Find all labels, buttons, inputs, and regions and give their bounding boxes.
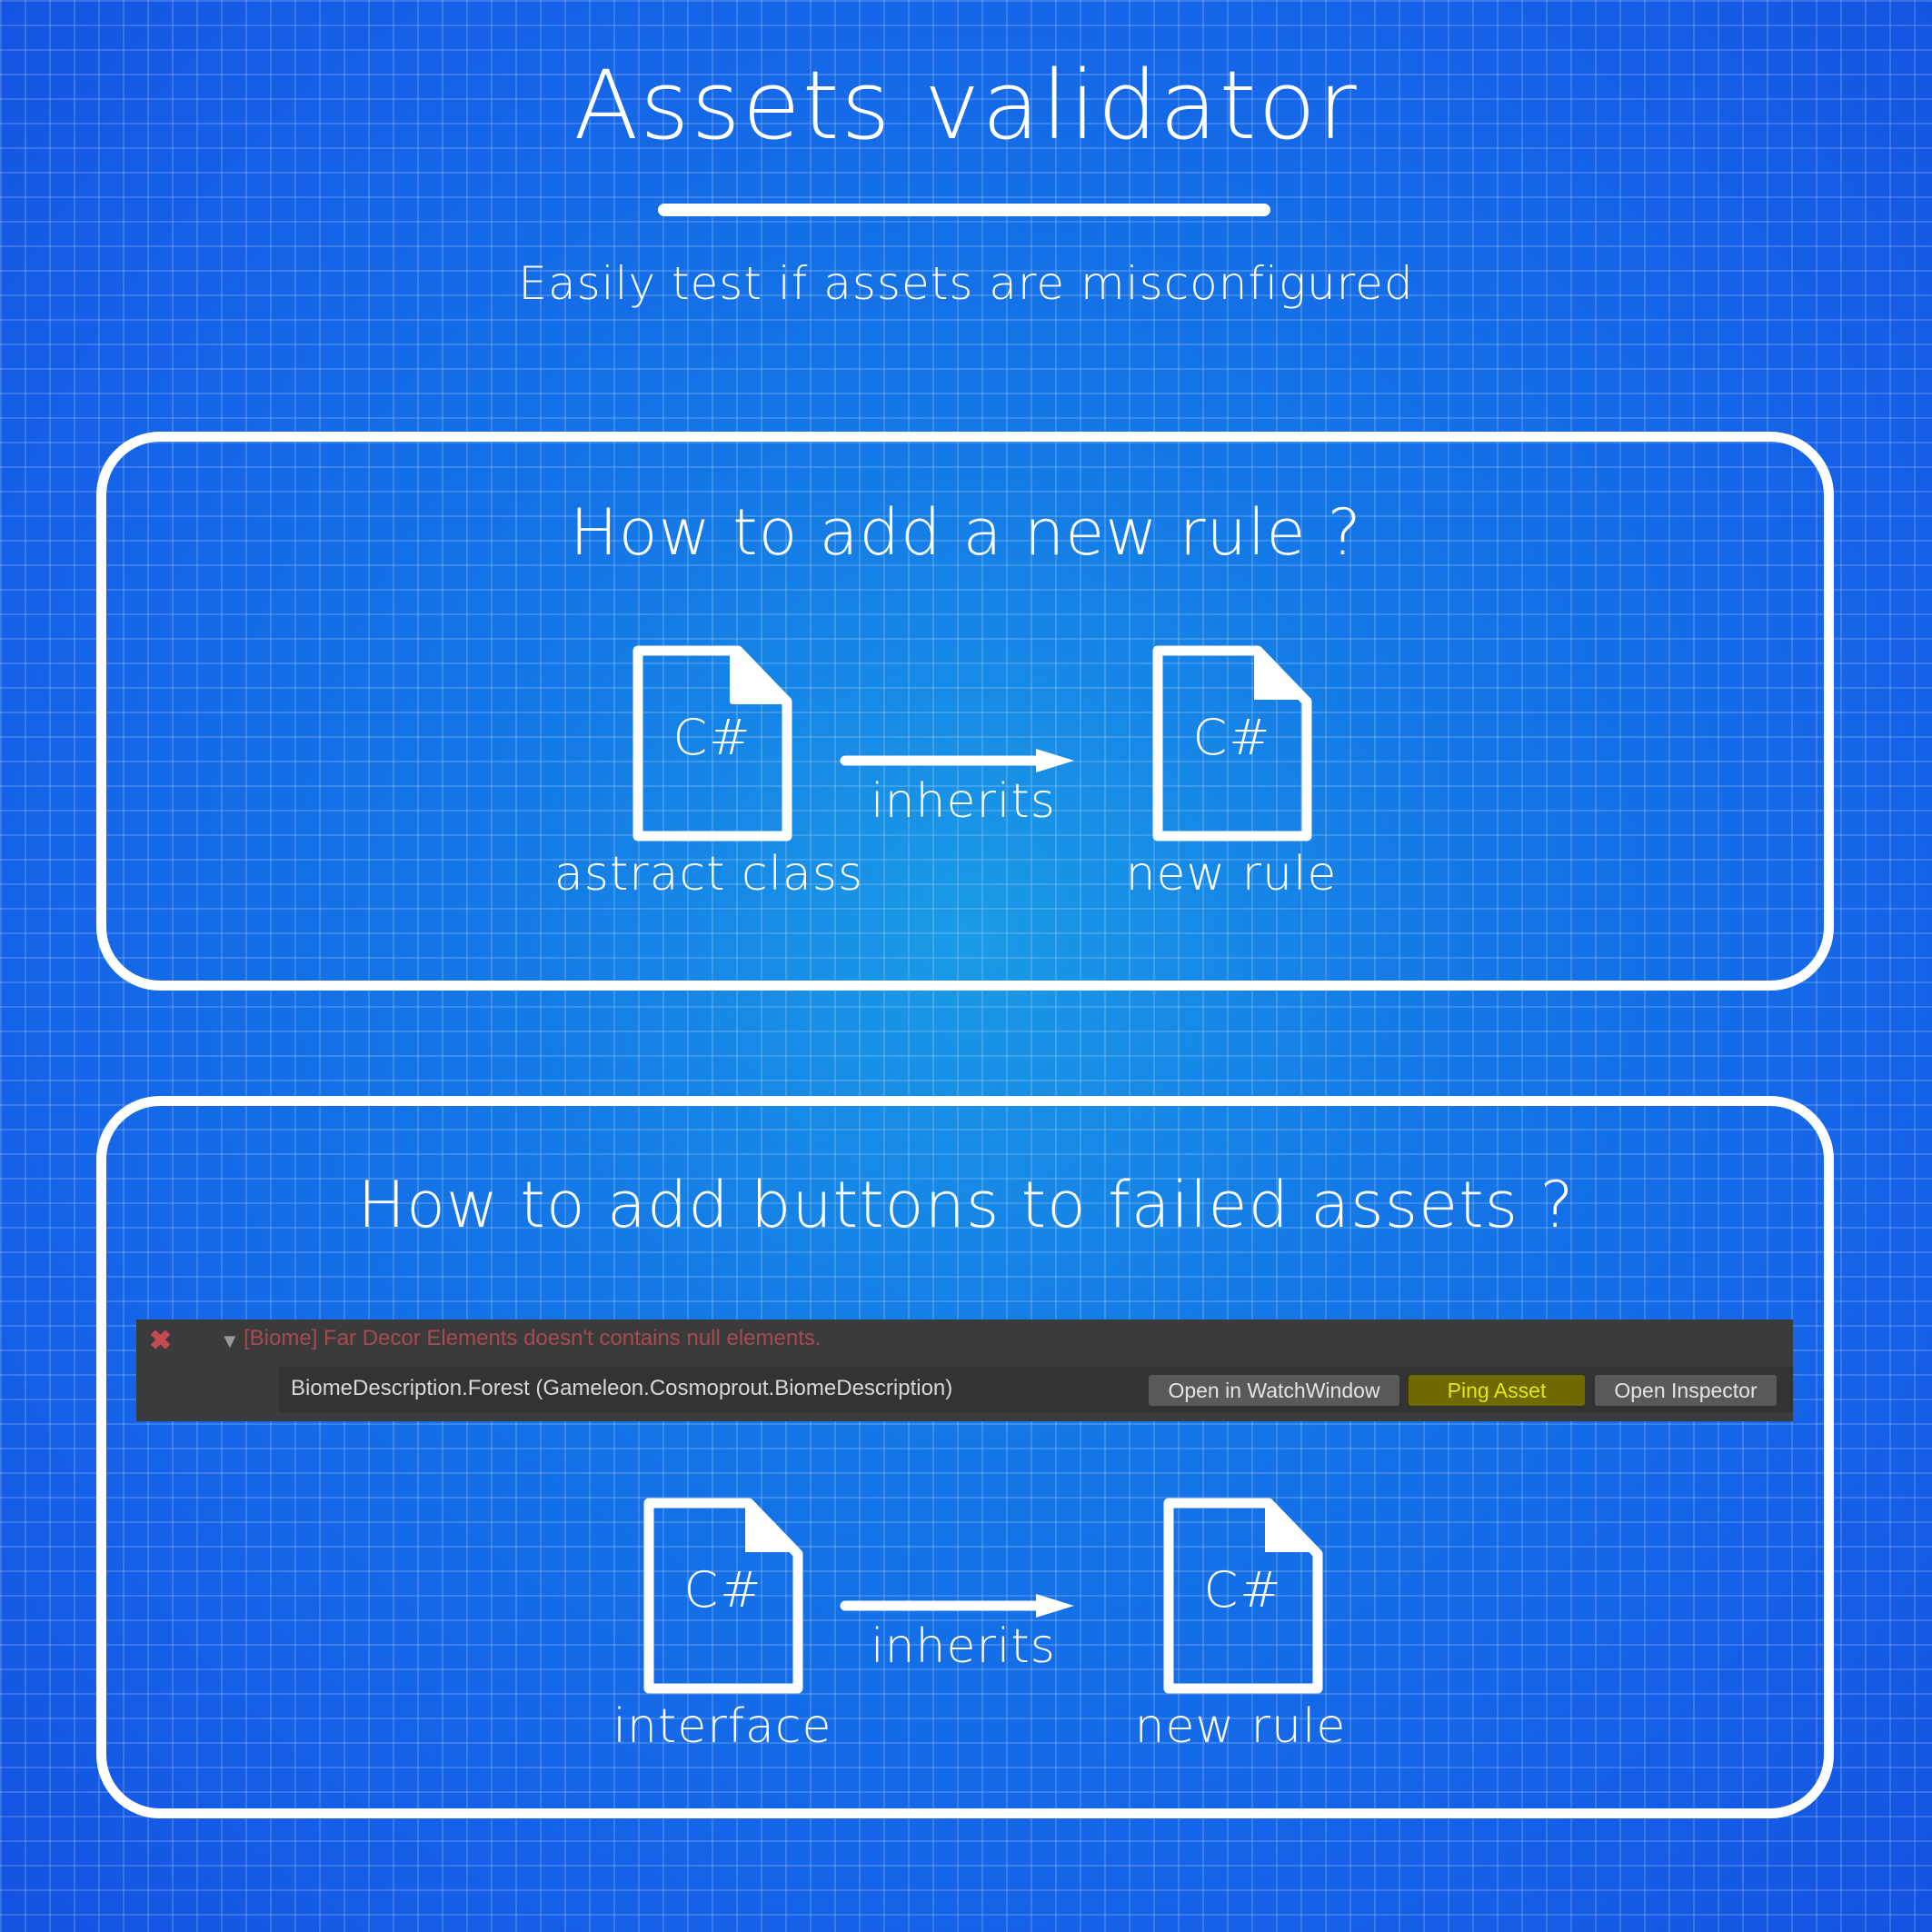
title-underline bbox=[658, 204, 1270, 216]
inherits-label: inherits bbox=[871, 774, 1056, 829]
unity-console-entry: ✖ ▼ [Biome] Far Decor Elements doesn't c… bbox=[136, 1320, 1793, 1421]
open-inspector-button[interactable]: Open Inspector bbox=[1595, 1375, 1777, 1406]
page-subtitle: Easily test if assets are misconfigured bbox=[518, 257, 1414, 310]
new-rule-panel-title: How to add a new rule ? bbox=[570, 495, 1362, 570]
interface-file-icon: C# bbox=[643, 1498, 803, 1694]
interface-label: interface bbox=[612, 1699, 832, 1754]
triangle-down-icon[interactable]: ▼ bbox=[220, 1329, 240, 1352]
abstract-class-label: astract class bbox=[553, 847, 864, 901]
new-rule-file-icon: C# bbox=[1163, 1498, 1323, 1694]
error-x-icon: ✖ bbox=[149, 1326, 173, 1356]
new-rule-file-icon: C# bbox=[1152, 645, 1312, 842]
ping-asset-button[interactable]: Ping Asset bbox=[1409, 1375, 1585, 1406]
csharp-glyph: C# bbox=[1192, 709, 1272, 766]
new-rule-panel bbox=[96, 432, 1834, 991]
inherits-arrow-icon bbox=[840, 747, 1076, 774]
buttons-panel-title: How to add buttons to failed assets ? bbox=[357, 1168, 1575, 1242]
open-in-watchwindow-button[interactable]: Open in WatchWindow bbox=[1149, 1375, 1399, 1406]
new-rule-label: new rule bbox=[1134, 1699, 1347, 1754]
asset-path: BiomeDescription.Forest (Gameleon.Cosmop… bbox=[291, 1376, 953, 1400]
inherits-label: inherits bbox=[871, 1619, 1056, 1674]
csharp-glyph: C# bbox=[672, 709, 752, 766]
page-title: Assets validator bbox=[573, 50, 1359, 161]
csharp-glyph: C# bbox=[1203, 1561, 1283, 1618]
abstract-class-file-icon: C# bbox=[632, 645, 792, 842]
buttons-panel bbox=[96, 1096, 1834, 1818]
csharp-glyph: C# bbox=[683, 1561, 763, 1618]
new-rule-label: new rule bbox=[1125, 847, 1338, 901]
error-message: [Biome] Far Decor Elements doesn't conta… bbox=[244, 1326, 822, 1350]
inherits-arrow-icon bbox=[840, 1592, 1076, 1619]
